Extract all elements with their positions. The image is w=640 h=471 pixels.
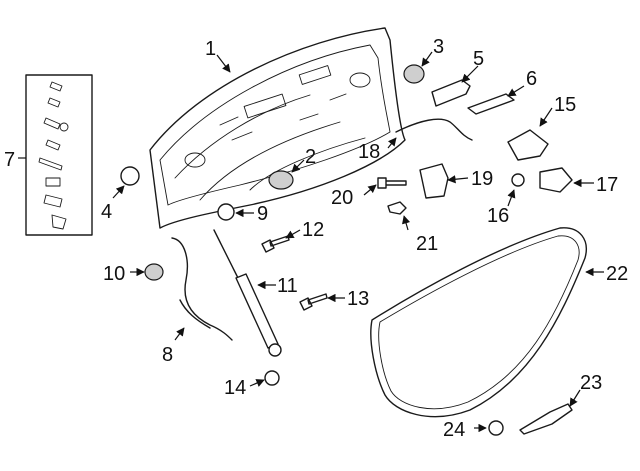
callout-10: 10 <box>103 263 125 285</box>
callout-11: 11 <box>277 275 298 297</box>
callout-6: 6 <box>526 68 537 90</box>
bracket-23 <box>519 403 573 435</box>
release-cable <box>395 118 473 141</box>
bolt-12 <box>261 235 290 253</box>
leader-lines <box>18 51 604 433</box>
latch-cover <box>539 167 573 193</box>
striker <box>419 163 449 199</box>
callout-19: 19 <box>471 168 493 190</box>
callout-13: 13 <box>347 288 369 310</box>
trunk-lid <box>149 27 406 229</box>
callout-20: 20 <box>331 187 353 209</box>
callout-4: 4 <box>101 201 112 223</box>
callout-8: 8 <box>162 344 173 366</box>
hinge <box>171 237 233 341</box>
callout-18: 18 <box>358 141 380 163</box>
bolt-13 <box>299 293 328 311</box>
callout-17: 17 <box>596 174 618 196</box>
callout-2: 2 <box>305 146 316 168</box>
callout-23: 23 <box>580 372 602 394</box>
callout-24: 24 <box>443 419 465 441</box>
callout-7: 7 <box>4 149 15 171</box>
callout-1: 1 <box>205 38 216 60</box>
bumper-stop <box>268 170 294 190</box>
grommet <box>403 64 425 84</box>
nut-16 <box>511 173 525 187</box>
nut-14 <box>264 370 280 386</box>
callout-12: 12 <box>302 219 324 241</box>
callout-9: 9 <box>257 203 268 225</box>
handle-trim <box>467 93 515 115</box>
nut-24 <box>488 420 504 436</box>
callout-5: 5 <box>473 48 484 70</box>
callout-14: 14 <box>224 377 246 399</box>
callout-21: 21 <box>416 233 438 255</box>
callout-15: 15 <box>554 94 576 116</box>
callout-3: 3 <box>433 36 444 58</box>
bumper-10 <box>144 263 164 281</box>
bracket <box>431 79 471 107</box>
nut-9 <box>217 203 235 221</box>
latch <box>507 129 549 161</box>
plug <box>120 166 140 186</box>
callout-22: 22 <box>606 263 628 285</box>
callout-labels: 1 2 3 4 5 6 7 8 9 10 11 12 13 14 15 16 1… <box>4 36 628 441</box>
fastener-kit-box <box>25 74 93 236</box>
bolt-20 <box>377 177 407 189</box>
weatherstrip-inner <box>378 235 580 410</box>
callout-16: 16 <box>487 205 509 227</box>
clip-21 <box>387 201 407 215</box>
weatherstrip <box>370 227 587 418</box>
gas-strut <box>213 229 282 357</box>
